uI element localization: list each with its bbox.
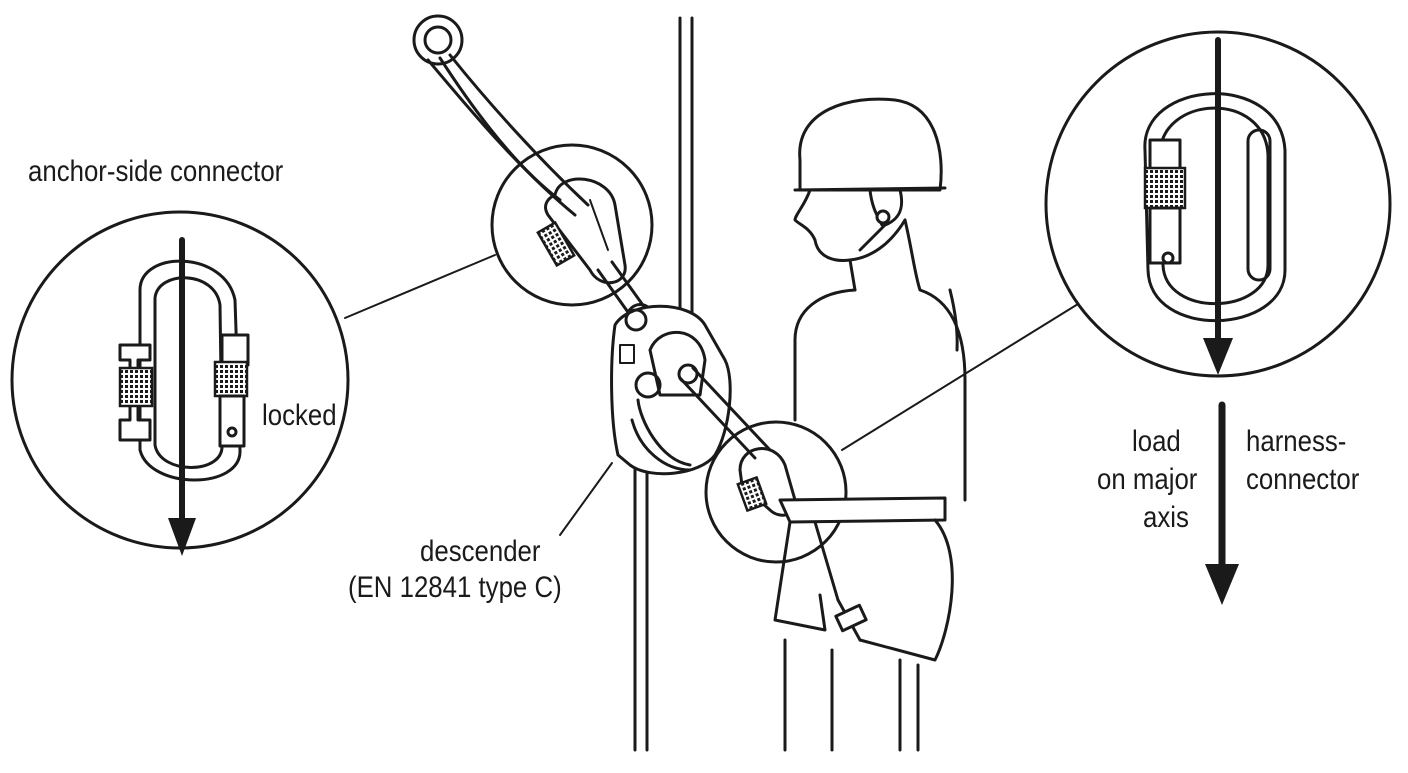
leader-line-descender [559,462,613,536]
magnifier-harness-connection [704,420,848,564]
harness [773,496,954,662]
load-arrow-standalone [1205,401,1239,605]
label-anchor-side-connector: anchor-side connector [28,155,284,188]
callout-carabiner-harness [1143,92,1287,323]
label-harness-line1: harness- [1246,425,1347,458]
label-descender-standard: (EN 12841 type C) [348,571,562,604]
callout-carabiner-anchor [118,259,250,482]
leader-line-harness [841,303,1079,451]
callout-circle-harness [1044,30,1392,378]
magnifier-anchor-connection [490,143,654,307]
label-descender: descender [420,535,541,568]
person-figure [783,97,967,752]
load-arrow-anchor [168,237,196,556]
anchor-ring [412,14,464,66]
label-locked: locked [262,399,337,432]
label-load-line1: load [1132,425,1181,458]
harness-carabiner [736,447,798,517]
label-harness-line2: connector [1246,463,1360,496]
rope [633,16,694,752]
label-load-line3: axis [1143,501,1189,534]
anchor-sling [426,53,590,217]
anchor-carabiner [536,177,627,285]
load-arrow-harness [1203,37,1233,375]
leader-line-anchor [344,254,496,319]
label-load-line2: on major [1097,463,1198,496]
lanyard [677,363,772,460]
